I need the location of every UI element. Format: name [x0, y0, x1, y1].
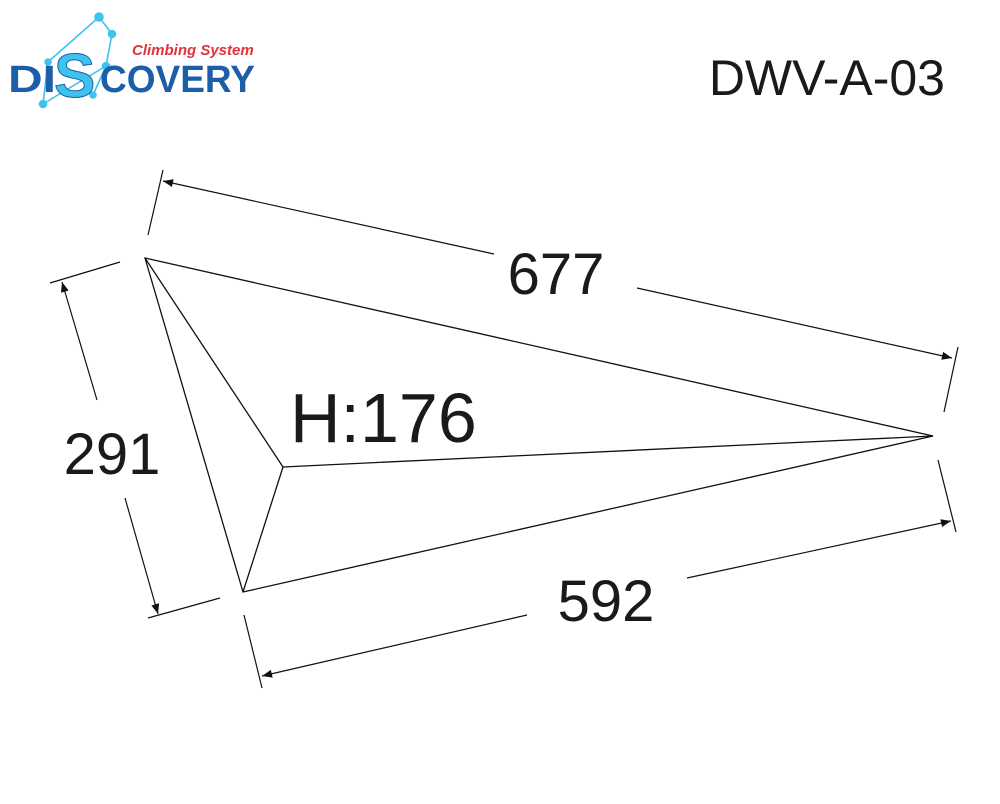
dimension-line	[162, 179, 495, 255]
logo-wordmark-left: DI	[8, 59, 56, 101]
dimension-label-left: 291	[64, 422, 161, 487]
hold-outer-edge	[144, 257, 934, 593]
extension-line	[937, 459, 957, 533]
hold-ridge-top	[144, 257, 284, 468]
dimension-bottom	[243, 459, 957, 689]
dimension-line	[124, 497, 160, 615]
logo-tagline: Climbing System	[132, 42, 254, 59]
dimension-label-top: 677	[508, 242, 605, 307]
extension-line	[147, 169, 164, 236]
network-dots-icon	[38, 12, 117, 109]
height-label: H:176	[290, 379, 477, 457]
hold-outline	[144, 257, 934, 593]
dimension-line	[686, 519, 952, 579]
hold-ridge-bottom	[242, 466, 284, 593]
brand-logo: Climbing System DI S COVERY	[8, 12, 255, 112]
model-code: DWV-A-03	[709, 50, 945, 106]
dimension-label-bottom: 592	[558, 569, 655, 634]
dimension-line	[261, 614, 528, 678]
dimension-top	[147, 169, 959, 413]
dimension-line	[61, 281, 98, 401]
hold-ridge-right	[282, 435, 934, 468]
dimension-line	[636, 287, 953, 360]
dimension-left	[49, 261, 221, 619]
extension-line	[943, 346, 959, 413]
logo-wordmark-s: S	[54, 42, 95, 111]
extension-line	[147, 597, 221, 619]
logo-wordmark-right: COVERY	[100, 59, 255, 101]
extension-line	[49, 261, 121, 284]
extension-line	[243, 614, 263, 689]
